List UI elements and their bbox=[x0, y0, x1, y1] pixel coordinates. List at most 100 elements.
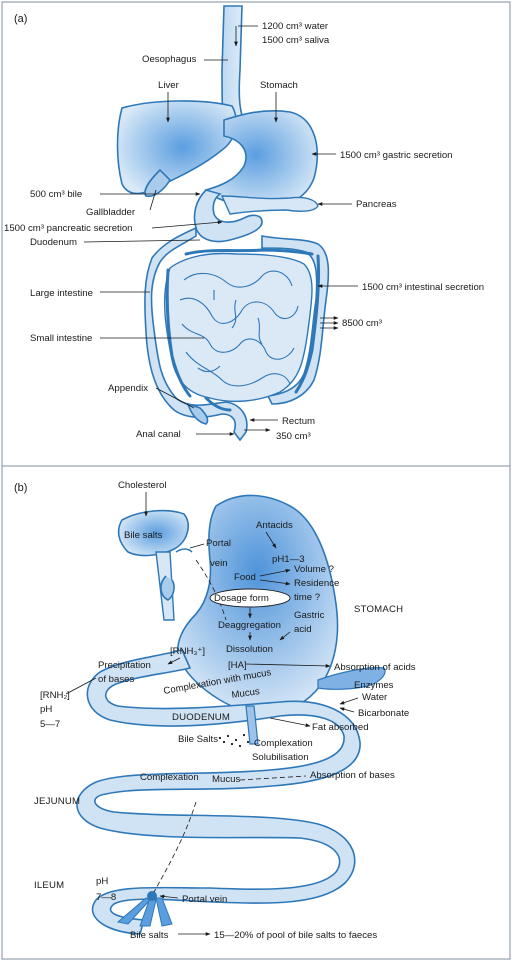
label-absorption-bases: Absorption of bases bbox=[310, 770, 395, 781]
label-water-b: Water bbox=[362, 692, 388, 703]
label-bile-salts-2: Bile Salts bbox=[178, 734, 218, 745]
appendix-shape bbox=[186, 402, 209, 425]
large-intestine-right bbox=[261, 235, 330, 405]
label-solubilisation: Solubilisation bbox=[252, 752, 309, 763]
label-ph78: 7—8 bbox=[96, 892, 116, 903]
label-duodenum: Duodenum bbox=[30, 237, 77, 248]
panel-b-label: (b) bbox=[14, 482, 27, 494]
ileum-portal-vein bbox=[116, 891, 173, 927]
label-stomach: Stomach bbox=[260, 80, 298, 91]
liver-shape bbox=[116, 100, 237, 195]
label-stomach-b: STOMACH bbox=[354, 604, 403, 615]
label-fat-absorbed: Fat absorbed bbox=[312, 722, 369, 733]
label-ileum: ILEUM bbox=[34, 880, 64, 891]
label-duodenum-b: DUODENUM bbox=[172, 712, 230, 723]
arrow-duodenum bbox=[83, 239, 201, 243]
label-dosage-form: Dosage form bbox=[214, 593, 269, 604]
label-gastric: Gastric bbox=[294, 610, 325, 621]
pancreatic-duct-shape bbox=[317, 667, 386, 690]
label-rectum: Rectum bbox=[282, 416, 315, 427]
label-mucus-2: Mucus bbox=[212, 774, 240, 785]
label-liver: Liver bbox=[158, 80, 180, 91]
arrow-portal bbox=[189, 543, 205, 549]
label-rectum-volume: 350 cm³ bbox=[276, 431, 311, 442]
label-dissolution: Dissolution bbox=[226, 644, 273, 655]
dashed-absorption-bases bbox=[239, 775, 307, 781]
arrow-rnh2 bbox=[65, 677, 97, 695]
arrow-appendix bbox=[155, 387, 195, 409]
label-complexation-2: Complexation bbox=[140, 772, 199, 783]
label-cholesterol: Cholesterol bbox=[118, 480, 167, 491]
bile-salt-dots bbox=[218, 733, 250, 748]
label-bicarbonate: Bicarbonate bbox=[358, 708, 409, 719]
label-bile-salts-3: Bile salts bbox=[130, 930, 169, 941]
dosage-form-capsule bbox=[209, 588, 291, 608]
label-anal-canal: Anal canal bbox=[136, 429, 181, 440]
label-rnh2: [RNH₂] bbox=[40, 690, 70, 701]
label-antacids: Antacids bbox=[256, 520, 293, 531]
arrow-antacids bbox=[265, 531, 277, 549]
label-precipitation: Precipitation bbox=[98, 660, 151, 671]
label-deaggregation: Deaggregation bbox=[218, 620, 281, 631]
label-gallbladder: Gallbladder bbox=[86, 207, 136, 218]
arrow-gastric-acid bbox=[279, 631, 291, 641]
label-enzymes: Enzymes bbox=[354, 680, 394, 691]
label-small-intestine: Small intestine bbox=[30, 333, 92, 344]
label-vein: vein bbox=[210, 558, 228, 569]
pancreas-shape bbox=[220, 195, 319, 215]
arrow-precipitation bbox=[167, 657, 181, 665]
label-mucus-1: Mucus bbox=[231, 686, 261, 701]
label-of-bases: of bases bbox=[98, 674, 134, 685]
arrow-gallbladder bbox=[149, 189, 157, 211]
arrow-portal-vein bbox=[159, 894, 179, 899]
arrow-bicarbonate bbox=[339, 707, 355, 713]
label-residence: Residence bbox=[294, 578, 339, 589]
label-time: time ? bbox=[294, 592, 320, 603]
intestine-blood-vessels bbox=[165, 248, 321, 412]
label-rnh3: [RNH₃⁺] bbox=[170, 646, 205, 657]
label-ph-57: pH bbox=[40, 704, 52, 715]
small-intestine-tube-b bbox=[76, 649, 361, 935]
label-pancreas: Pancreas bbox=[356, 199, 397, 210]
label-water: 1200 cm³ water bbox=[262, 21, 329, 32]
label-absorption-acids: Absorption of acids bbox=[334, 662, 416, 673]
bile-duct-entry bbox=[245, 705, 259, 745]
label-ha: [HA] bbox=[228, 660, 247, 671]
label-saliva: 1500 cm³ saliva bbox=[262, 35, 330, 46]
small-intestine-shape bbox=[163, 252, 313, 403]
label-portal-vein: Portal vein bbox=[182, 894, 227, 905]
label-complexation-1: Complexation bbox=[254, 738, 313, 749]
label-ph-ileum: pH bbox=[96, 876, 108, 887]
label-bile: 500 cm³ bile bbox=[30, 189, 82, 200]
label-large-intestine: Large intestine bbox=[30, 288, 93, 299]
ileum-dashed-path bbox=[153, 801, 197, 893]
label-oesophagus: Oesophagus bbox=[142, 54, 197, 65]
large-intestine-left bbox=[144, 226, 248, 442]
label-ph57: 5—7 bbox=[40, 719, 60, 730]
absorption-arrows bbox=[320, 316, 339, 330]
label-portal: Portal bbox=[206, 538, 231, 549]
arrow-food-volume bbox=[259, 568, 291, 577]
label-absorbed: 8500 cm³ bbox=[342, 318, 382, 329]
arrow-food-residence bbox=[259, 579, 291, 586]
portal-dashed-path bbox=[195, 559, 227, 621]
gallbladder-shape bbox=[144, 168, 172, 198]
label-pancreatic: 1500 cm³ pancreatic secretion bbox=[4, 223, 133, 234]
arrow-fat-absorbed bbox=[269, 717, 311, 728]
label-appendix: Appendix bbox=[108, 383, 148, 394]
label-volume: Volume ? bbox=[294, 564, 334, 575]
label-acid: acid bbox=[294, 624, 312, 635]
label-food: Food bbox=[234, 572, 256, 583]
label-gastric: 1500 cm³ gastric secretion bbox=[340, 150, 453, 161]
label-intestinal: 1500 cm³ intestinal secretion bbox=[362, 282, 484, 293]
label-pool: 15—20% of pool of bile salts to faeces bbox=[214, 930, 377, 941]
bile-loop bbox=[160, 575, 175, 601]
arrow-absorption-acids bbox=[245, 663, 331, 668]
small-intestine-folds bbox=[179, 270, 299, 387]
label-bile-salts: Bile salts bbox=[124, 530, 163, 541]
arrow-water-b bbox=[339, 697, 359, 705]
label-jejunum: JEJUNUM bbox=[34, 796, 80, 807]
